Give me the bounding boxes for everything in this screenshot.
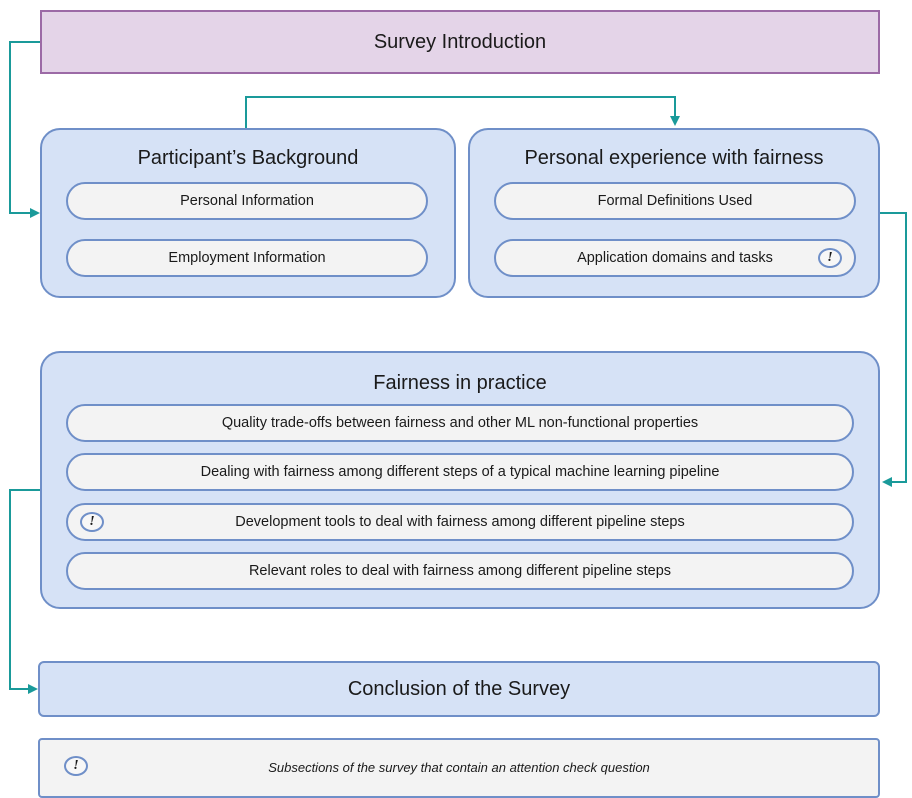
- connector-practice-to-conclusion: [9, 489, 42, 694]
- connector-intro-to-background: [9, 41, 40, 218]
- participant-background-title: Participant’s Background: [137, 147, 359, 169]
- personal-experience-title: Personal experience with fairness: [524, 147, 824, 169]
- relevant-roles-item: Relevant roles to deal with fairness amo…: [66, 552, 854, 590]
- employment-information-item: Employment Information: [66, 239, 428, 277]
- fairness-in-practice-title: Fairness in practice: [373, 372, 547, 394]
- participant-background-panel: Participant’s Background Personal Inform…: [40, 128, 456, 298]
- attention-check-icon: !: [818, 248, 842, 268]
- development-tools-item: ! Development tools to deal with fairnes…: [66, 503, 854, 541]
- personal-experience-panel: Personal experience with fairness Formal…: [468, 128, 880, 298]
- conclusion-box: Conclusion of the Survey: [38, 661, 880, 717]
- personal-information-item: Personal Information: [66, 182, 428, 220]
- legend-text: Subsections of the survey that contain a…: [268, 760, 650, 775]
- legend-box: ! Subsections of the survey that contain…: [38, 738, 880, 798]
- survey-introduction-label: Survey Introduction: [373, 30, 547, 53]
- attention-check-icon: !: [64, 756, 88, 776]
- connector-experience-to-practice: [880, 212, 907, 487]
- fairness-in-practice-panel: Fairness in practice Quality trade-offs …: [40, 351, 880, 609]
- application-domains-item: Application domains and tasks !: [494, 239, 856, 277]
- formal-definitions-item: Formal Definitions Used: [494, 182, 856, 220]
- pipeline-steps-item: Dealing with fairness among different st…: [66, 453, 854, 491]
- survey-introduction-box: Survey Introduction: [40, 10, 880, 74]
- connector-background-to-experience: [245, 96, 680, 128]
- quality-tradeoffs-item: Quality trade-offs between fairness and …: [66, 404, 854, 442]
- attention-check-icon: !: [80, 512, 104, 532]
- conclusion-label: Conclusion of the Survey: [347, 677, 571, 700]
